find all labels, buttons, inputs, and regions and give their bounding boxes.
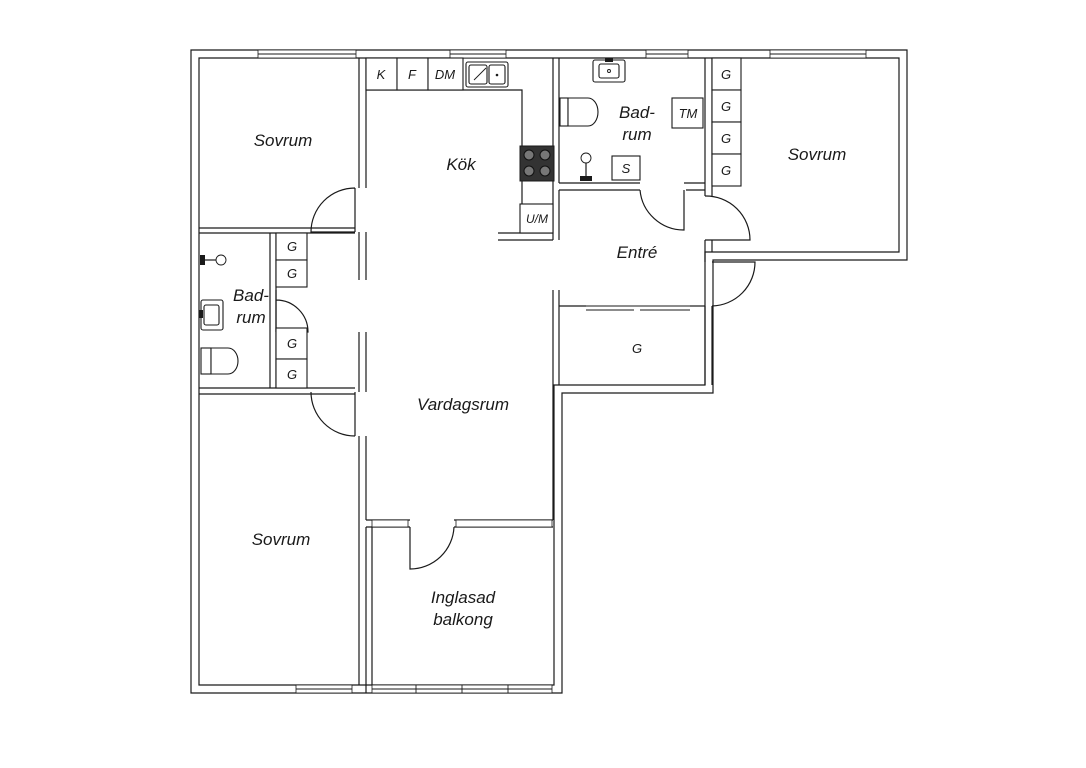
washbasin-icon bbox=[199, 299, 224, 331]
oven-label: U/M bbox=[526, 212, 548, 226]
svg-text:G: G bbox=[721, 99, 731, 114]
oven-cabinet bbox=[519, 203, 554, 234]
freezer-label: K bbox=[377, 67, 387, 82]
svg-text:G: G bbox=[287, 239, 297, 254]
svg-text:G: G bbox=[287, 367, 297, 382]
windows bbox=[257, 49, 867, 694]
dryer-label: TM bbox=[679, 106, 698, 121]
doors bbox=[275, 187, 756, 570]
kitchen-sink-icon bbox=[465, 61, 509, 88]
kitchen-fixtures: K F DM U/M bbox=[365, 57, 555, 234]
svg-text:G: G bbox=[721, 67, 731, 82]
top-bathroom-fixtures: TM S bbox=[559, 58, 704, 181]
bedroom-right-label: Sovrum bbox=[788, 145, 847, 164]
wardrobe-box bbox=[711, 153, 742, 187]
hall-label: Entré bbox=[617, 243, 658, 262]
shower-icon bbox=[580, 152, 592, 181]
washbasin-icon bbox=[592, 58, 626, 83]
stove-icon bbox=[519, 145, 555, 182]
fridge-label: F bbox=[408, 67, 417, 82]
bedroom-top-left-label: Sovrum bbox=[254, 131, 313, 150]
room-labels: Sovrum Kök Bad- rum Sovrum Entré Bad- ru… bbox=[233, 103, 846, 629]
bathroom-left-label-2: rum bbox=[236, 308, 265, 327]
svg-text:G: G bbox=[721, 163, 731, 178]
balcony-label-2: balkong bbox=[433, 610, 493, 629]
bedroom-bottom-left-label: Sovrum bbox=[252, 530, 311, 549]
svg-text:G: G bbox=[287, 336, 297, 351]
wardrobe-box bbox=[275, 358, 308, 389]
balcony-label-1: Inglasad bbox=[431, 588, 496, 607]
svg-text:G: G bbox=[721, 131, 731, 146]
wardrobes: G G G G G G G G G bbox=[275, 57, 742, 389]
dishwasher-cabinet bbox=[427, 57, 464, 91]
dryer-box bbox=[671, 97, 704, 129]
dishwasher-label: DM bbox=[435, 67, 455, 82]
wardrobe-box bbox=[711, 57, 742, 91]
storage-label: S bbox=[622, 161, 631, 176]
living-room-label: Vardagsrum bbox=[417, 395, 509, 414]
storage-box bbox=[611, 155, 641, 181]
toilet-icon bbox=[559, 97, 599, 127]
closet-label: G bbox=[632, 341, 642, 356]
shower-icon bbox=[200, 254, 227, 266]
balcony-window bbox=[371, 519, 409, 528]
toilet-icon bbox=[200, 347, 239, 375]
left-bathroom-fixtures bbox=[199, 254, 239, 375]
fridge-cabinet bbox=[396, 57, 429, 91]
wardrobe-box bbox=[711, 89, 742, 123]
bathroom-top-label-2: rum bbox=[622, 125, 651, 144]
balcony-window bbox=[455, 519, 553, 528]
bathroom-left-label-1: Bad- bbox=[233, 286, 269, 305]
wardrobe-box bbox=[275, 327, 308, 360]
svg-text:G: G bbox=[287, 266, 297, 281]
wardrobe-box bbox=[275, 232, 308, 261]
kitchen-label: Kök bbox=[446, 155, 477, 174]
bathroom-top-label-1: Bad- bbox=[619, 103, 655, 122]
freezer-cabinet bbox=[365, 57, 398, 91]
wardrobe-box bbox=[275, 259, 308, 288]
